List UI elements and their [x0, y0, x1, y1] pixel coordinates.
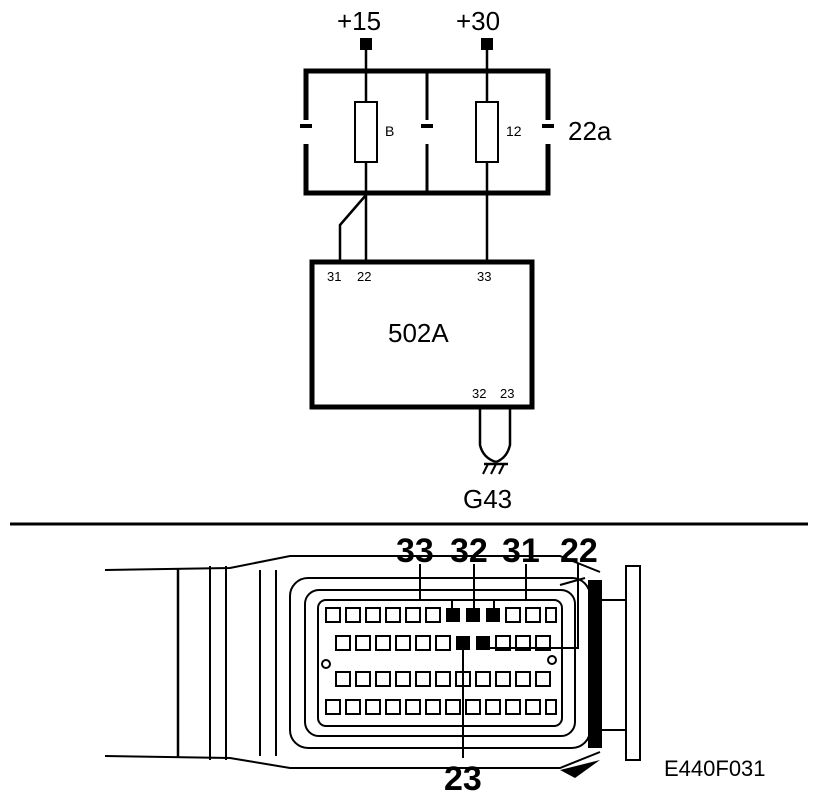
- ground-wire-32: [478, 407, 497, 464]
- wire-31: [338, 194, 367, 262]
- supply-label-30: +30: [456, 6, 500, 36]
- pin-33: 33: [477, 269, 491, 284]
- terminal-15: [360, 38, 372, 50]
- connector-pin-32: 32: [450, 532, 488, 570]
- leader-31: [493, 564, 527, 612]
- module-label: 502A: [388, 318, 449, 348]
- connector-drawing: [104, 555, 641, 778]
- fuse-box-label: 22a: [568, 116, 612, 146]
- pin-22: 22: [357, 269, 371, 284]
- connector-pin-23: 23: [444, 760, 482, 796]
- leader-22: [484, 564, 579, 649]
- fuse-12: [475, 101, 499, 163]
- pin-32: 32: [472, 386, 486, 401]
- figure-id: E440F031: [664, 756, 766, 781]
- ground-wire-23: [495, 407, 512, 464]
- fuse-b: [354, 101, 378, 163]
- ground-label: G43: [463, 484, 512, 514]
- pin-row-3: [335, 671, 551, 687]
- pin-row-4: [325, 699, 557, 715]
- supply-label-15: +15: [337, 6, 381, 36]
- fuse-label-12: 12: [506, 123, 522, 139]
- connector-pin-31: 31: [502, 532, 540, 570]
- ground-icon: [482, 462, 508, 475]
- pin-row-1: [325, 607, 557, 623]
- fuse-label-b: B: [385, 123, 394, 139]
- leader-33: [419, 564, 453, 612]
- terminal-30: [481, 38, 493, 50]
- connector-pin-22: 22: [560, 532, 598, 570]
- pin-31: 31: [327, 269, 341, 284]
- module-502a: [309, 259, 535, 410]
- connector-pin-33: 33: [396, 532, 434, 570]
- pin-23: 23: [500, 386, 514, 401]
